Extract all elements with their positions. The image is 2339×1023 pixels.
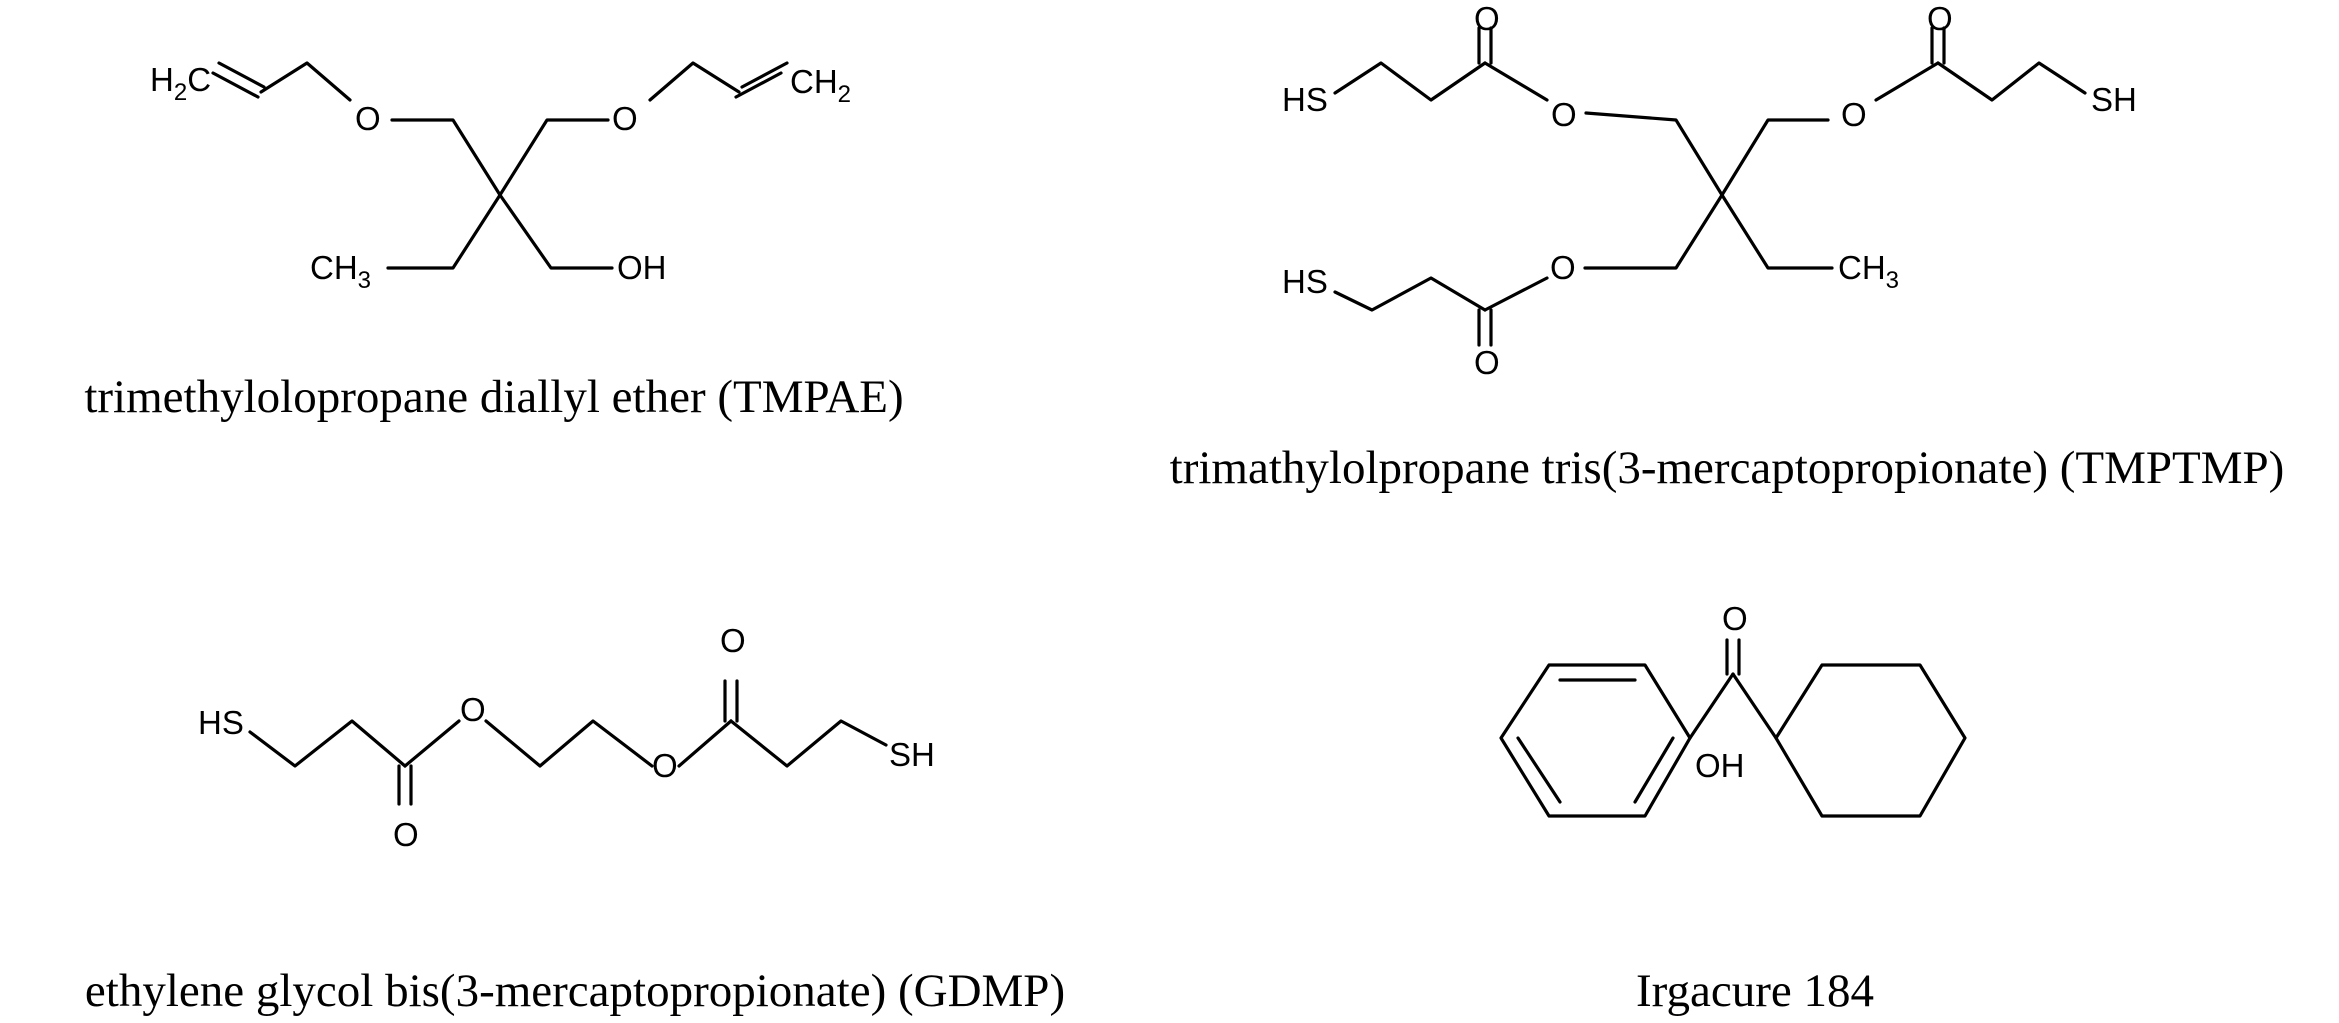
atom-hs: HS bbox=[198, 704, 244, 741]
atom-o-carbonyl-2: O bbox=[720, 622, 746, 659]
atom-o-ester-3: O bbox=[1550, 249, 1576, 286]
atom-o-ester-2: O bbox=[652, 747, 678, 784]
atom-ch3: CH3 bbox=[1838, 249, 1899, 294]
caption-gdmp: ethylene glycol bis(3-mercaptopropionate… bbox=[85, 965, 1065, 1017]
tmpae-bonds bbox=[211, 61, 789, 270]
atom-o-ether1: O bbox=[355, 100, 381, 137]
atom-sh: SH bbox=[889, 736, 935, 773]
atom-o-carbonyl-1: O bbox=[393, 816, 419, 853]
caption-irgacure-184: Irgacure 184 bbox=[1636, 965, 1874, 1017]
gdmp-bonds bbox=[248, 679, 888, 806]
atom-oh: OH bbox=[1695, 747, 1745, 784]
caption-tmpae: trimethylolopropane diallyl ether (TMPAE… bbox=[84, 371, 903, 423]
atom-sh-2: SH bbox=[2091, 81, 2137, 118]
atom-hs-1: HS bbox=[1282, 81, 1328, 118]
molecule-tmptmp: HS O O O O SH HS O O CH3 trimathylolprop… bbox=[1170, 0, 2285, 494]
atom-o-carbonyl: O bbox=[1722, 600, 1748, 637]
atom-o-carbonyl-2: O bbox=[1927, 0, 1953, 37]
atom-h2c: H2C bbox=[150, 61, 211, 106]
atom-ch2: CH2 bbox=[790, 63, 851, 108]
atom-oh: OH bbox=[617, 249, 667, 286]
atom-ch3: CH3 bbox=[310, 249, 371, 294]
atom-o-ether2: O bbox=[612, 100, 638, 137]
molecule-irgacure-184: O OH Irgacure 184 bbox=[1499, 600, 1967, 1017]
atom-o-carbonyl-3: O bbox=[1474, 344, 1500, 381]
tmptmp-bonds bbox=[1333, 26, 2087, 347]
atom-o-carbonyl-1: O bbox=[1474, 0, 1500, 37]
caption-tmptmp: trimathylolpropane tris(3-mercaptopropio… bbox=[1170, 442, 2285, 494]
molecule-tmpae: H2C O O CH2 CH3 OH trimethylolopropane d… bbox=[84, 61, 903, 423]
atom-o-ester-1: O bbox=[1551, 96, 1577, 133]
molecule-gdmp: HS O O O O SH ethylene glycol bis(3-merc… bbox=[85, 622, 1065, 1017]
atom-hs-3: HS bbox=[1282, 263, 1328, 300]
irgacure-bonds bbox=[1499, 638, 1967, 818]
atom-o-ester-1: O bbox=[460, 691, 486, 728]
atom-o-ester-2: O bbox=[1841, 96, 1867, 133]
